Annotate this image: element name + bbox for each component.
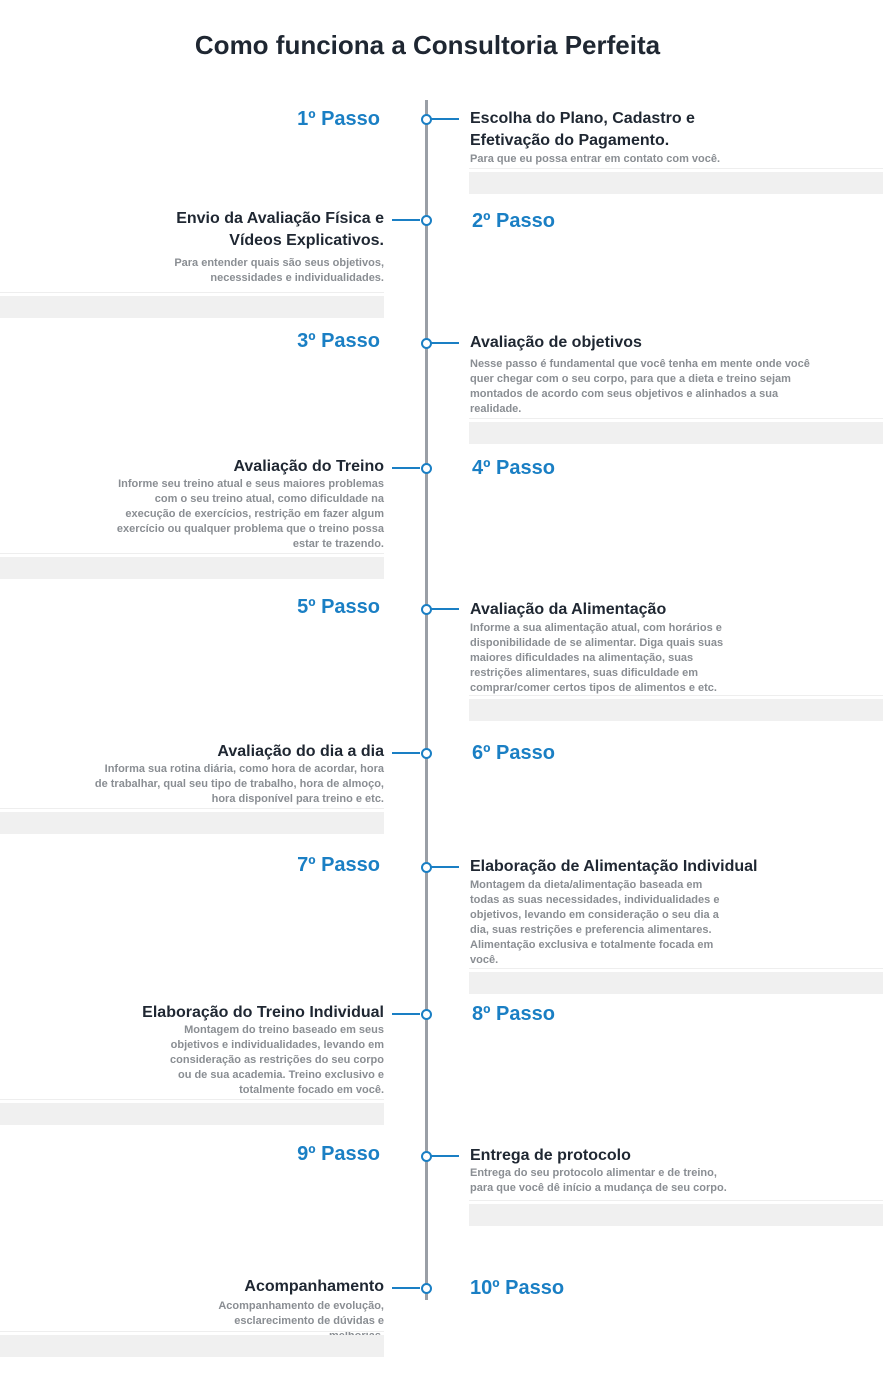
step-label: 5º Passo [297, 596, 380, 618]
step-description: Entrega do seu protocolo alimentar e de … [470, 1167, 727, 1194]
step-description: Montagem do treino baseado em seus objet… [170, 1024, 384, 1096]
timeline-connector [431, 608, 459, 610]
divider [0, 1099, 384, 1100]
step-title: Avaliação do dia a dia [217, 743, 384, 760]
spacer-bar [0, 296, 384, 318]
timeline-dot [421, 748, 432, 759]
step-label: 1º Passo [297, 108, 380, 130]
step-title: Elaboração do Treino Individual [142, 1004, 384, 1021]
divider [469, 1200, 883, 1201]
timeline-connector [431, 866, 459, 868]
step-label: 7º Passo [297, 854, 380, 876]
divider [469, 968, 883, 969]
step-title: Escolha do Plano, Cadastro e Efetivação … [470, 110, 695, 149]
timeline-step-5: 5º Passo Avaliação da Alimentação Inform… [0, 596, 883, 723]
timeline-step-6: 6º Passo Avaliação do dia a dia Informa … [0, 742, 883, 837]
page-title: Como funciona a Consultoria Perfeita [194, 30, 661, 60]
divider [0, 808, 384, 809]
timeline-step-4: 4º Passo Avaliação do Treino Informe seu… [0, 457, 883, 582]
step-title: Entrega de protocolo [470, 1147, 631, 1164]
timeline-connector [431, 118, 459, 120]
timeline-connector [431, 342, 459, 344]
timeline-step-3: 3º Passo Avaliação de objetivos Nesse pa… [0, 330, 883, 447]
step-title: Acompanhamento [244, 1278, 384, 1295]
step-label: 6º Passo [472, 742, 555, 764]
step-title: Envio da Avaliação Física e Vídeos Expli… [176, 210, 384, 249]
divider [469, 695, 883, 696]
divider [0, 292, 384, 293]
spacer-bar [469, 1204, 883, 1226]
spacer-bar [0, 557, 384, 579]
step-description: Nesse passo é fundamental que você tenha… [470, 358, 810, 415]
timeline-connector [431, 1155, 459, 1157]
step-description: Para entender quais são seus objetivos, … [174, 257, 384, 284]
divider [469, 168, 883, 169]
divider [469, 418, 883, 419]
step-label: 4º Passo [472, 457, 555, 479]
timeline-dot [421, 215, 432, 226]
timeline-connector [392, 219, 420, 221]
step-label: 3º Passo [297, 330, 380, 352]
step-description: Para que eu possa entrar em contato com … [470, 153, 721, 165]
timeline-connector [392, 1013, 420, 1015]
step-label: 9º Passo [297, 1143, 380, 1165]
timeline-step-7: 7º Passo Elaboração de Alimentação Indiv… [0, 854, 883, 996]
timeline-step-9: 9º Passo Entrega de protocolo Entrega do… [0, 1143, 883, 1230]
timeline-dot [421, 463, 432, 474]
spacer-bar [469, 972, 883, 994]
step-label: 8º Passo [472, 1003, 555, 1025]
step-title: Avaliação da Alimentação [470, 601, 667, 618]
step-title: Elaboração de Alimentação Individual [470, 858, 758, 875]
step-description: Informe a sua alimentação atual, com hor… [470, 622, 724, 694]
spacer-bar [469, 172, 883, 194]
spacer-bar [0, 1335, 384, 1357]
timeline-step-2: 2º Passo Envio da Avaliação Física e Víd… [0, 208, 883, 323]
timeline-connector [392, 752, 420, 754]
timeline-line [425, 100, 428, 1300]
step-description: Montagem da dieta/alimentação baseada em… [470, 879, 720, 966]
spacer-bar [469, 699, 883, 721]
timeline-connector [392, 1287, 420, 1289]
timeline-step-8: 8º Passo Elaboração do Treino Individual… [0, 1003, 883, 1128]
timeline-step-10: 10º Passo Acompanhamento Acompanhamento … [0, 1277, 883, 1362]
step-label: 2º Passo [472, 210, 555, 232]
divider [0, 1331, 384, 1332]
timeline-connector [392, 467, 420, 469]
timeline-step-1: 1º Passo Escolha do Plano, Cadastro e Ef… [0, 108, 883, 198]
spacer-bar [469, 422, 883, 444]
step-title: Avaliação do Treino [233, 458, 384, 475]
divider [0, 553, 384, 554]
timeline-dot [421, 1009, 432, 1020]
step-label: 10º Passo [470, 1277, 565, 1299]
step-title: Avaliação de objetivos [470, 334, 642, 351]
step-description: Informa sua rotina diária, como hora de … [94, 763, 384, 805]
spacer-bar [0, 1103, 384, 1125]
timeline-dot [421, 1283, 432, 1294]
spacer-bar [0, 812, 384, 834]
step-description: Informe seu treino atual e seus maiores … [116, 478, 384, 550]
